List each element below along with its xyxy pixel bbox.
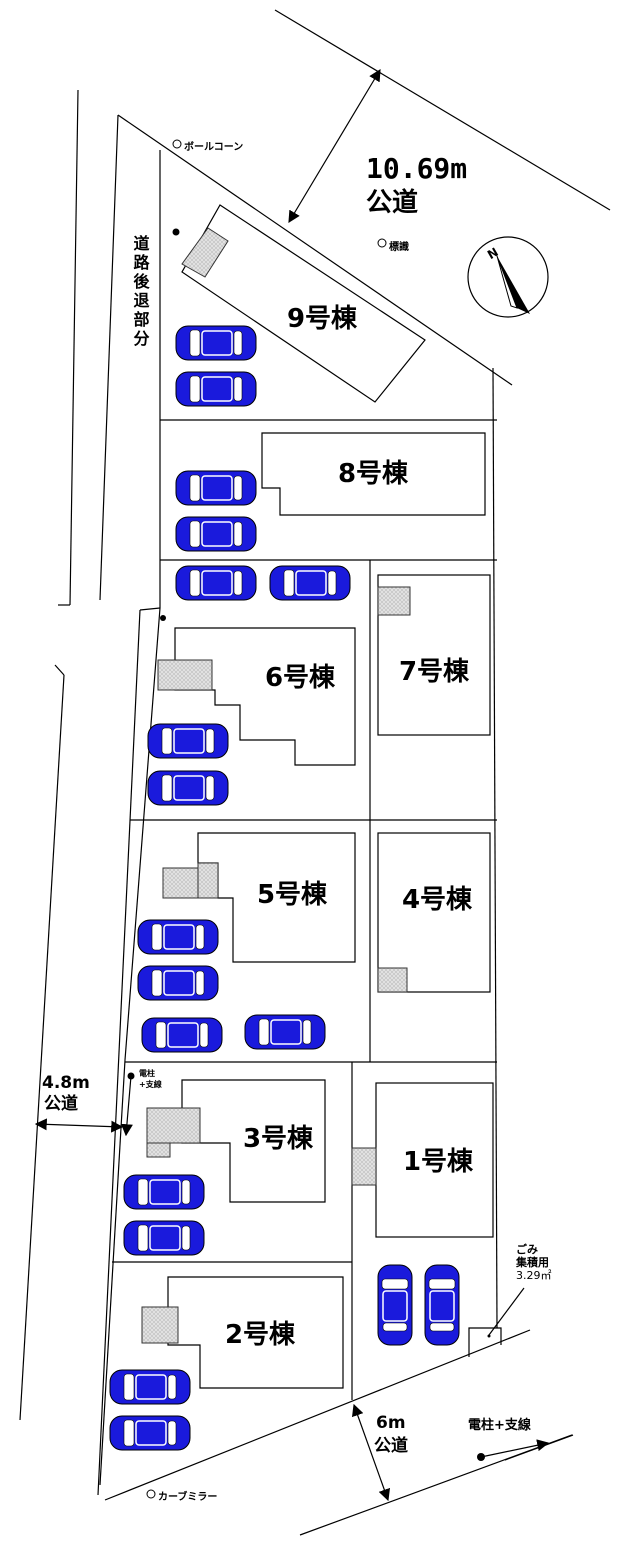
car-icon — [137, 919, 219, 955]
car-icon — [175, 371, 257, 407]
car-icon — [123, 1220, 205, 1256]
building-label: 8号棟 — [338, 459, 409, 489]
car-icon — [109, 1415, 191, 1451]
car-icon — [123, 1174, 205, 1210]
car-icon — [175, 470, 257, 506]
building-8[interactable]: 8号棟 — [261, 432, 486, 516]
building-label: 1号棟 — [403, 1147, 474, 1177]
building-5[interactable]: 5号棟 — [162, 832, 356, 963]
south-road-type: 公道 — [374, 1435, 408, 1456]
building-label: 9号棟 — [287, 304, 358, 334]
pole-dot-icon — [172, 228, 180, 236]
parking-cars — [109, 325, 460, 1451]
building-label: 2号棟 — [225, 1320, 296, 1350]
car-icon — [175, 325, 257, 361]
utility-pole-south: 電柱+支線 — [468, 1417, 574, 1461]
building-2[interactable]: 2号棟 — [141, 1276, 344, 1389]
setback-label: 道路後退部分 — [131, 234, 150, 349]
north-road-label: 10.69m 公道 — [288, 68, 467, 224]
car-icon — [141, 1017, 223, 1053]
utility-pole-south-label: 電柱+支線 — [468, 1417, 532, 1433]
pole-cone-marker: ボールコーン — [172, 139, 243, 153]
car-icon — [377, 1264, 413, 1346]
garbage-area-value: 3.29㎡ — [516, 1269, 552, 1282]
car-icon — [175, 565, 257, 601]
building-6[interactable]: 6号棟 — [157, 627, 356, 766]
car-icon — [147, 770, 229, 806]
pole-cone-label: ボールコーン — [184, 140, 243, 153]
curve-mirror-label: カーブミラー — [158, 1490, 217, 1503]
building-label: 7号棟 — [399, 657, 470, 687]
south-road-label: 6m 公道 — [351, 1403, 408, 1502]
garbage-label-1: ごみ — [516, 1242, 538, 1256]
building-9[interactable]: 9号棟 — [181, 204, 426, 403]
car-icon — [137, 965, 219, 1001]
building-4[interactable]: 4号棟 — [377, 832, 491, 993]
utility-pole-west: 電柱 +支線 — [120, 1068, 162, 1137]
utility-pole-label-2: +支線 — [139, 1079, 162, 1089]
building-1[interactable]: 1号棟 — [351, 1082, 494, 1238]
car-icon — [244, 1014, 326, 1050]
pole-dot-icon — [160, 615, 166, 621]
west-road-label: 4.8m 公道 — [34, 1073, 124, 1133]
south-road-width: 6m — [376, 1413, 406, 1433]
building-3[interactable]: 3号棟 — [146, 1079, 326, 1203]
garbage-area-label: ごみ 集積用 3.29㎡ — [487, 1242, 552, 1338]
building-7[interactable]: 7号棟 — [377, 574, 491, 736]
building-label: 6号棟 — [265, 663, 336, 693]
building-label: 4号棟 — [402, 885, 473, 915]
garbage-label-2: 集積用 — [515, 1255, 549, 1269]
compass-icon: N — [467, 236, 549, 318]
north-road-type: 公道 — [366, 187, 418, 218]
building-label: 3号棟 — [243, 1124, 314, 1154]
north-road-width: 10.69m — [366, 152, 467, 185]
curve-mirror-marker: カーブミラー — [146, 1489, 217, 1503]
car-icon — [109, 1369, 191, 1405]
west-road-width: 4.8m — [42, 1073, 90, 1093]
west-road-type: 公道 — [44, 1093, 78, 1114]
car-icon — [269, 565, 351, 601]
utility-pole-label: 電柱 — [139, 1068, 155, 1078]
car-icon — [147, 723, 229, 759]
sign-marker: 標識 — [377, 238, 409, 253]
building-label: 5号棟 — [257, 880, 328, 910]
car-icon — [175, 516, 257, 552]
sign-label: 標識 — [389, 240, 409, 253]
car-icon — [424, 1264, 460, 1346]
